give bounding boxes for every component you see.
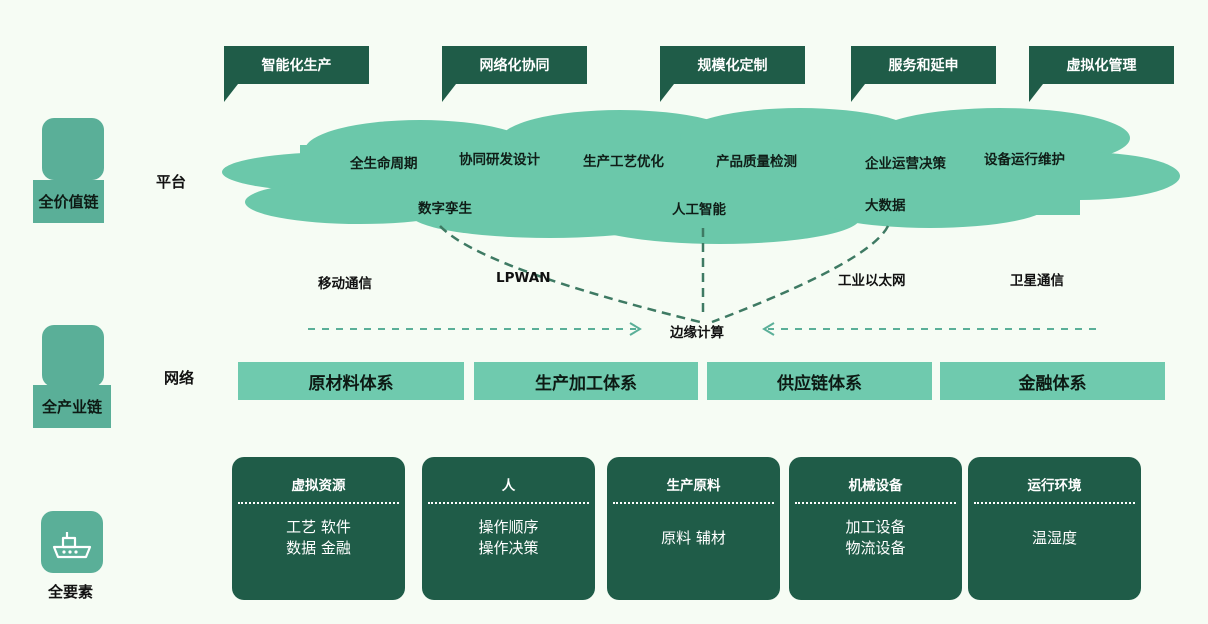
card-raw-materials: 生产原料 原料 辅材 xyxy=(607,457,780,600)
cloud-item-ai: 人工智能 xyxy=(672,202,726,218)
network-mobile: 移动通信 xyxy=(318,276,372,292)
flag-label: 网络化协同 xyxy=(479,58,550,74)
card-machinery: 机械设备 加工设备 物流设备 xyxy=(789,457,962,600)
system-raw-material: 原材料体系 xyxy=(238,362,464,400)
card-title: 生产原料 xyxy=(666,478,721,494)
flag-tail xyxy=(660,84,674,102)
platform-label: 平台 xyxy=(156,173,187,191)
card-body: 加工设备 物流设备 xyxy=(845,518,906,557)
flag-scale-customization: 规模化定制 xyxy=(660,46,805,102)
value-chain-tag: 全价值链 xyxy=(33,180,104,223)
flag-tail xyxy=(442,84,456,102)
ship-icon-graphic xyxy=(52,532,92,559)
flag-intelligent-production: 智能化生产 xyxy=(224,46,369,102)
card-title: 机械设备 xyxy=(848,478,903,494)
flag-label: 虚拟化管理 xyxy=(1066,58,1137,74)
system-production: 生产加工体系 xyxy=(474,362,698,400)
cloud-item-maintenance: 设备运行维护 xyxy=(984,152,1065,168)
ship-icon xyxy=(41,511,103,573)
card-people: 人 操作顺序 操作决策 xyxy=(422,457,595,600)
card-title: 虚拟资源 xyxy=(291,478,346,494)
card-body: 温湿度 xyxy=(1031,529,1077,547)
person-silhouette-icon xyxy=(42,118,104,180)
network-lpwan: LPWAN xyxy=(496,270,551,286)
system-supply-chain: 供应链体系 xyxy=(707,362,932,400)
card-environment: 运行环境 温湿度 xyxy=(968,457,1141,600)
card-title: 运行环境 xyxy=(1027,478,1082,494)
card-body: 工艺 软件 数据 金融 xyxy=(286,518,351,557)
cloud-item-big-data: 大数据 xyxy=(865,198,906,214)
person-silhouette-icon xyxy=(42,325,104,387)
network-ethernet: 工业以太网 xyxy=(838,273,906,289)
cloud-item-lifecycle: 全生命周期 xyxy=(350,156,418,172)
card-body: 原料 辅材 xyxy=(661,529,726,547)
cloud-item-operations: 企业运营决策 xyxy=(865,156,946,172)
system-finance: 金融体系 xyxy=(940,362,1165,400)
industry-chain-tag: 全产业链 xyxy=(33,385,111,428)
network-satellite: 卫星通信 xyxy=(1010,273,1064,289)
network-label: 网络 xyxy=(164,369,195,387)
flag-label: 规模化定制 xyxy=(697,58,768,74)
card-divider xyxy=(613,502,774,504)
card-divider xyxy=(795,502,956,504)
flag-tail xyxy=(1029,84,1043,102)
card-divider xyxy=(428,502,589,504)
cloud-item-digital-twin: 数字孪生 xyxy=(418,201,472,217)
flag-label: 服务和延申 xyxy=(888,58,959,74)
flag-network-collaboration: 网络化协同 xyxy=(442,46,587,102)
flag-label: 智能化生产 xyxy=(261,58,332,74)
all-elements-label: 全要素 xyxy=(48,583,94,601)
cloud-item-quality: 产品质量检测 xyxy=(716,154,797,170)
card-divider xyxy=(238,502,399,504)
flag-tail xyxy=(224,84,238,102)
flag-service-extension: 服务和延申 xyxy=(851,46,996,102)
card-title: 人 xyxy=(501,478,516,494)
flag-tail xyxy=(851,84,865,102)
card-divider xyxy=(974,502,1135,504)
edge-computing-label: 边缘计算 xyxy=(670,325,724,341)
card-virtual-resources: 虚拟资源 工艺 软件 数据 金融 xyxy=(232,457,405,600)
cloud-item-collab-rd: 协同研发设计 xyxy=(459,152,540,168)
card-body: 操作顺序 操作决策 xyxy=(478,518,539,557)
cloud-item-process-opt: 生产工艺优化 xyxy=(583,154,664,170)
flag-virtual-management: 虚拟化管理 xyxy=(1029,46,1174,102)
